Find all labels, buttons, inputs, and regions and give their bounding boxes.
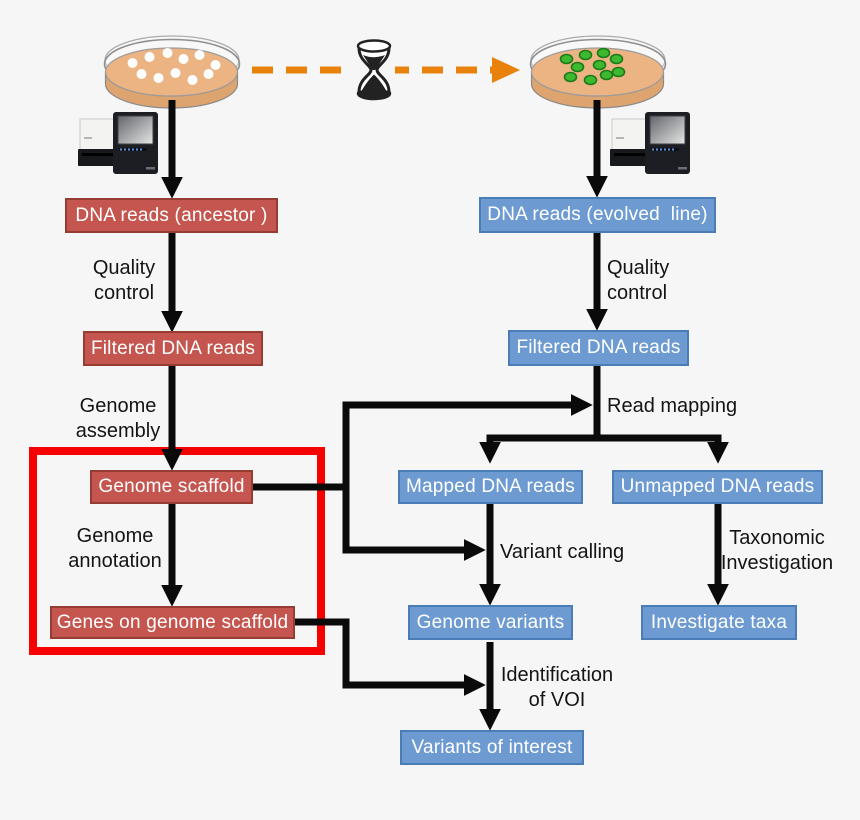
node-unmapped-dna-reads: Unmapped DNA reads xyxy=(612,470,823,504)
node-dna-reads-ancestor: DNA reads (ancestor ) xyxy=(65,198,278,233)
sequencer-icon-left xyxy=(77,111,159,175)
node-filtered-dna-reads-ancestor: Filtered DNA reads xyxy=(83,331,263,366)
edge-label-quality-control-right: Quality control xyxy=(607,257,670,304)
node-genome-scaffold: Genome scaffold xyxy=(90,470,253,504)
node-genome-variants: Genome variants xyxy=(408,605,573,640)
node-investigate-taxa: Investigate taxa xyxy=(641,605,797,640)
edge-label-quality-control-left: Quality control xyxy=(92,257,156,304)
node-mapped-dna-reads: Mapped DNA reads xyxy=(398,470,583,504)
edge-label-genome-annotation: Genome annotation xyxy=(68,525,162,572)
edge-label-identification-of-voi: Identification of VOI xyxy=(500,664,614,711)
flow-arrows xyxy=(161,100,729,731)
sequencer-icon-right xyxy=(609,111,691,175)
node-genes-on-genome-scaffold: Genes on genome scaffold xyxy=(50,606,295,639)
petri-dish-ancestor-icon xyxy=(103,35,241,110)
node-variants-of-interest: Variants of interest xyxy=(400,730,584,765)
edge-label-read-mapping: Read mapping xyxy=(607,395,738,417)
edge-label-variant-calling: Variant calling xyxy=(500,541,625,563)
node-filtered-dna-reads-evolved: Filtered DNA reads xyxy=(508,330,689,366)
node-dna-reads-evolved: DNA reads (evolved line) xyxy=(479,197,716,233)
edge-label-genome-assembly: Genome assembly xyxy=(75,395,161,442)
edge-label-taxonomic-investigation: Taxonomic Investigation xyxy=(720,527,834,574)
petri-dish-evolved-icon xyxy=(529,35,667,110)
hourglass-icon xyxy=(356,39,392,101)
